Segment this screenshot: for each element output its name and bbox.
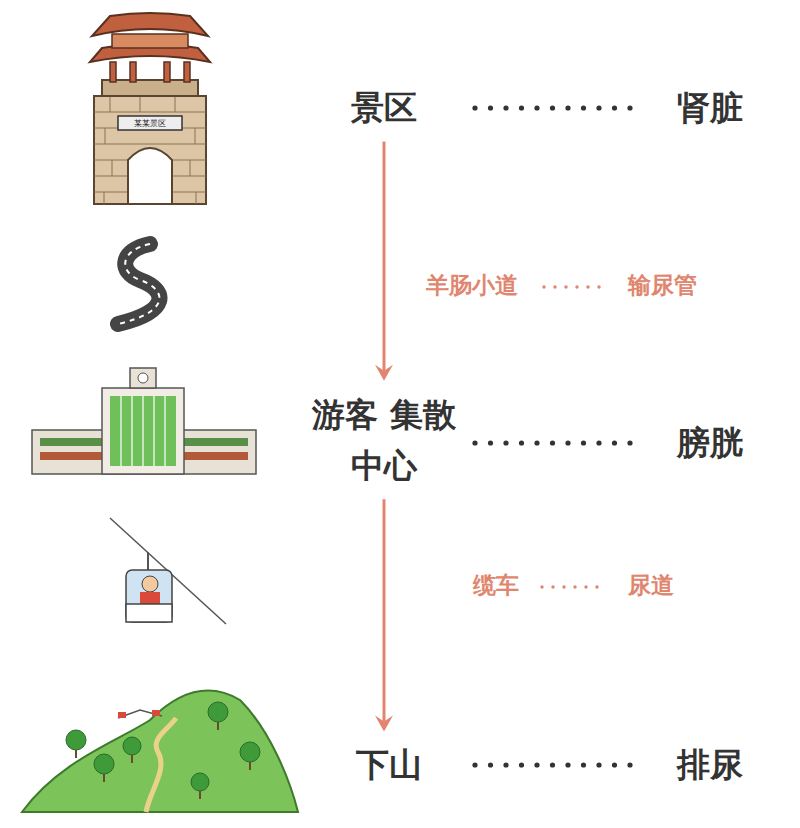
leader-dot: [519, 762, 524, 767]
leader-dot: [550, 105, 555, 110]
leader-dot: [565, 105, 570, 110]
leader-dot: [612, 762, 617, 767]
leader-dot: [575, 285, 578, 288]
leader-dot: [534, 440, 539, 445]
analogy-label: 输尿管: [628, 270, 697, 301]
leader-dot: [581, 762, 586, 767]
leader-dot: [542, 285, 545, 288]
leader-dot: [488, 105, 493, 110]
analogy-label: 尿道: [628, 570, 674, 601]
leader-dot: [595, 585, 598, 588]
leader-dot: [540, 585, 543, 588]
leader-dot: [562, 585, 565, 588]
leader-dot: [627, 762, 632, 767]
leader-dot: [488, 762, 493, 767]
leader-dot: [564, 285, 567, 288]
flow-arrow: [375, 499, 393, 731]
leader-dot: [534, 762, 539, 767]
leader-dot: [488, 440, 493, 445]
leader-dot: [565, 440, 570, 445]
leader-dot: [597, 285, 600, 288]
analogy-label: 羊肠小道: [426, 270, 518, 301]
leader-dot: [534, 105, 539, 110]
leader-dot: [586, 285, 589, 288]
stage-text: 游客 集散中心: [309, 389, 459, 491]
stage-node: 景区: [351, 82, 417, 133]
analogy-label: 排尿: [677, 743, 743, 788]
stage-text: 景区: [351, 82, 417, 133]
leader-dot: [503, 440, 508, 445]
leader-dot: [550, 440, 555, 445]
leader-dot: [565, 762, 570, 767]
leader-dot: [472, 440, 477, 445]
cable-car: [110, 518, 226, 624]
winding-road: [118, 244, 159, 324]
leader-dot: [627, 440, 632, 445]
leader-dot: [550, 762, 555, 767]
leader-dot: [612, 440, 617, 445]
leader-dot: [472, 762, 477, 767]
gate-sign-text: 某某景区: [134, 118, 166, 129]
leader-dot: [584, 585, 587, 588]
leader-dot: [596, 440, 601, 445]
leader-dot: [627, 105, 632, 110]
analogy-label: 缆车: [473, 570, 519, 601]
stage-text: 下山: [356, 739, 422, 790]
leader-dot: [612, 105, 617, 110]
dot-leaders: [472, 105, 632, 767]
leader-dot: [519, 440, 524, 445]
leader-dot: [573, 585, 576, 588]
flow-arrow: [375, 142, 393, 381]
leader-dot: [553, 285, 556, 288]
leader-dot: [551, 585, 554, 588]
leader-dot: [581, 105, 586, 110]
leader-dot: [581, 440, 586, 445]
leader-dot: [596, 105, 601, 110]
analogy-label: 膀胱: [677, 421, 743, 466]
gate-illustration: [90, 13, 210, 204]
visitor-center-building: [32, 368, 256, 474]
leader-dot: [519, 105, 524, 110]
stage-node: 下山: [356, 739, 422, 790]
leader-dot: [503, 105, 508, 110]
analogy-label: 肾脏: [677, 86, 743, 131]
mountain: [22, 690, 298, 812]
leader-dot: [472, 105, 477, 110]
leader-dot: [503, 762, 508, 767]
leader-dot: [596, 762, 601, 767]
stage-node: 游客 集散中心: [309, 389, 459, 491]
